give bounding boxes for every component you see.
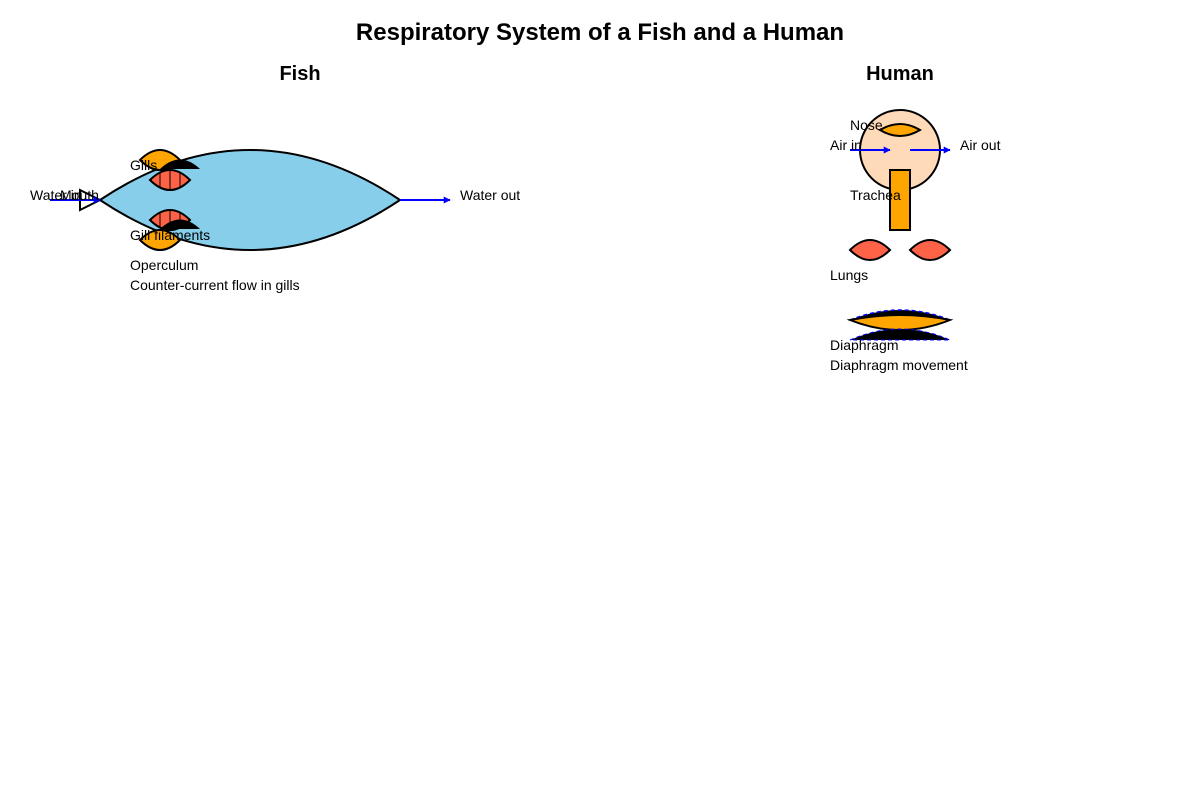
diaphragm-shadow [849, 328, 951, 341]
diagram-title: Respiratory System of a Fish and a Human [356, 19, 844, 46]
human-section: Human Nose Air in Air out Trachea Lungs … [830, 63, 1001, 373]
label-gills: Gills [130, 157, 157, 173]
upper-filament-lines [159, 170, 181, 190]
label-water-in: Water in [30, 187, 82, 203]
label-nose: Nose [850, 117, 883, 133]
label-water-out: Water out [460, 187, 520, 203]
label-operculum: Operculum [130, 257, 198, 273]
label-lungs: Lungs [830, 267, 868, 283]
label-gill-filaments: Gill filaments [130, 227, 210, 243]
human-caption: Diaphragm movement [830, 357, 968, 373]
fish-section: Fish Water in Mouth Water out Gills Gill… [30, 63, 520, 293]
label-air-in: Air in [830, 137, 862, 153]
fish-heading: Fish [279, 63, 320, 85]
lower-gill-flap [138, 229, 182, 251]
label-diaphragm: Diaphragm [830, 337, 898, 353]
diaphragm [846, 314, 954, 331]
human-heading: Human [866, 63, 934, 85]
label-air-out: Air out [960, 137, 1001, 153]
right-lung [908, 239, 952, 261]
fish-caption: Counter-current flow in gills [130, 277, 300, 293]
lower-gill-shadow [160, 219, 200, 229]
left-lung [848, 239, 892, 261]
upper-gill-shadow [160, 159, 200, 169]
label-mouth: Mouth [60, 187, 99, 203]
nose-shape [878, 123, 922, 137]
label-trachea: Trachea [850, 187, 901, 203]
trachea [889, 169, 911, 231]
